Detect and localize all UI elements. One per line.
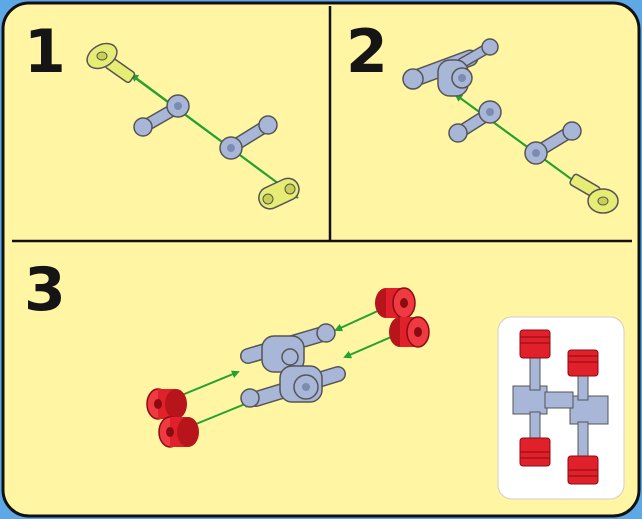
insert-arrow [195,400,252,425]
connecting-rod-icon [448,100,502,143]
finished-engine-preview [497,316,625,500]
step-1-diagram [86,42,300,210]
connecting-rod-icon [133,94,190,137]
insert-arrow [130,73,299,199]
axle-pin-icon [86,42,136,84]
insert-arrow [334,308,383,332]
step-2-diagram [402,38,619,214]
step-3-diagram [146,287,430,448]
step-number-3: 3 [24,255,66,325]
crank-end-icon [258,177,300,210]
connecting-rod-icon [219,115,278,160]
piston-icon [375,287,416,319]
piston-icon [146,388,187,420]
finished-engine-preview-icon [512,329,609,485]
connecting-rod-icon [524,121,582,165]
step-number-1: 1 [24,17,66,87]
crankshaft-assembly-icon [402,38,499,97]
step-number-2: 2 [346,17,388,87]
insert-arrow [181,370,240,396]
crankshaft-assembly-icon [240,323,346,408]
insert-arrow [343,333,399,359]
axle-pin-icon [569,173,619,214]
piston-icon [389,316,430,348]
piston-icon [158,416,199,448]
